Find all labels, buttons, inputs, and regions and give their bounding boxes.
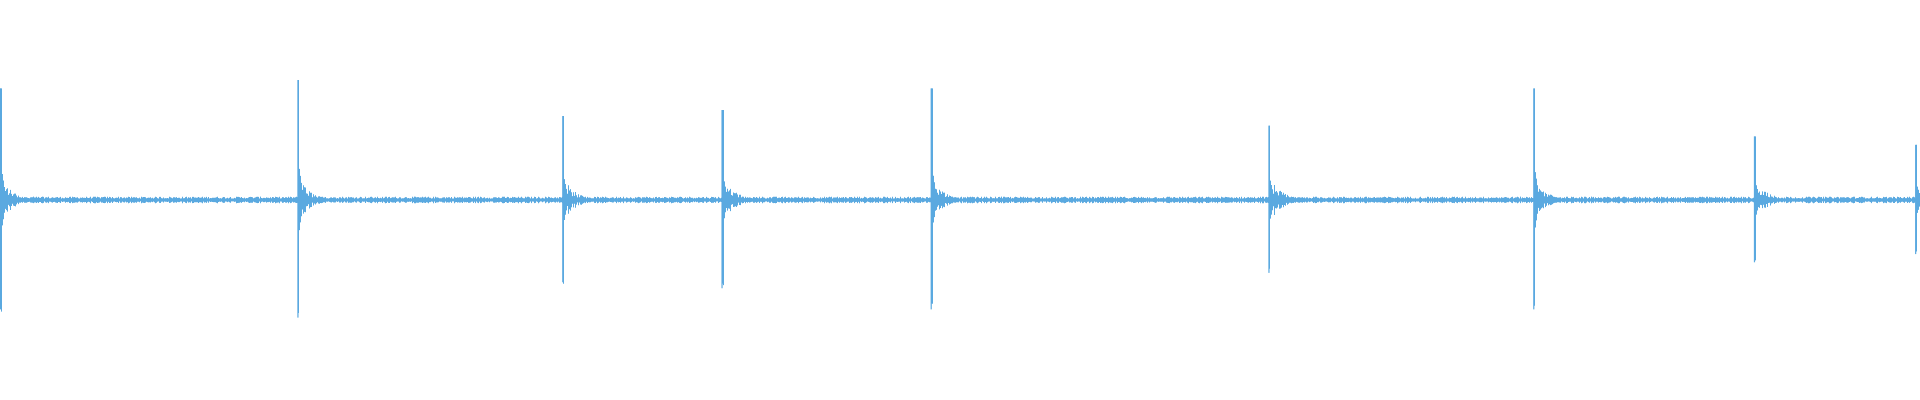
waveform-line [0, 80, 1920, 313]
waveform-series [0, 80, 1920, 318]
